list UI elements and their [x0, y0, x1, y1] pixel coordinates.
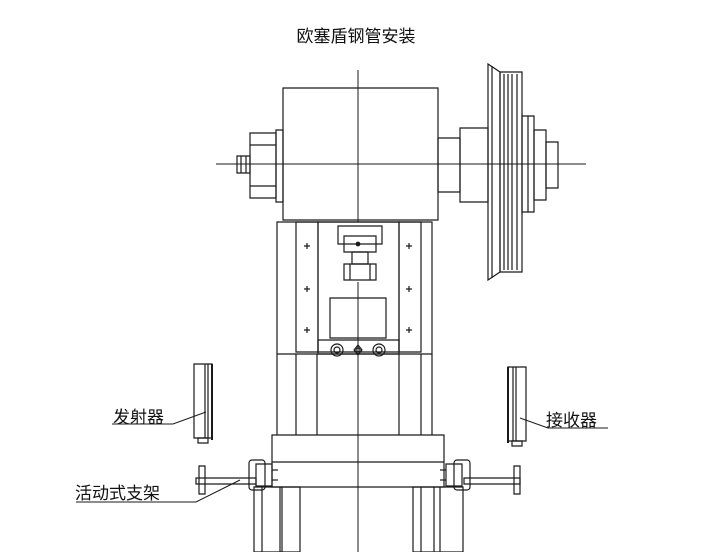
label-movable-bracket: 活动式支架 [75, 484, 160, 504]
left-shaft-hub [237, 130, 283, 202]
movable-bracket-right [440, 460, 520, 494]
bolt-row [331, 344, 385, 356]
receiver-sensor [508, 367, 526, 446]
flywheel [438, 64, 558, 280]
transmitter-sensor [194, 364, 212, 443]
diagram-title: 欧塞盾钢管安装 [296, 27, 416, 47]
press-frame [277, 222, 432, 354]
press-lower-frame [254, 354, 463, 552]
label-transmitter: 发射器 [113, 408, 164, 428]
movable-bracket-left [196, 460, 278, 494]
press-top-housing [283, 70, 438, 222]
leader-lines [76, 412, 608, 502]
label-receiver: 接收器 [546, 411, 597, 431]
